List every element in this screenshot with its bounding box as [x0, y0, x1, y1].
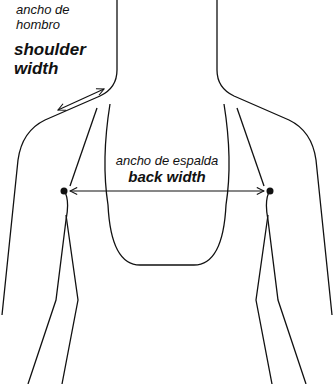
- strap-outer-line: [70, 108, 97, 186]
- spanish-label: ancho de espalda: [92, 153, 242, 168]
- english-label: shoulder width: [14, 40, 98, 78]
- back-width-arrow: [70, 190, 264, 191]
- shoulder-width-arrow: [58, 89, 104, 110]
- measure-point: [267, 188, 274, 195]
- spanish-label: ancho de hombro: [16, 2, 92, 32]
- english-label: back width: [92, 168, 242, 185]
- torso-outline: [2, 0, 167, 384]
- torso-outline-mirror: [167, 0, 332, 384]
- measure-point: [61, 188, 68, 195]
- inner-arm-line: [28, 190, 68, 384]
- torso-side-line: [62, 215, 78, 384]
